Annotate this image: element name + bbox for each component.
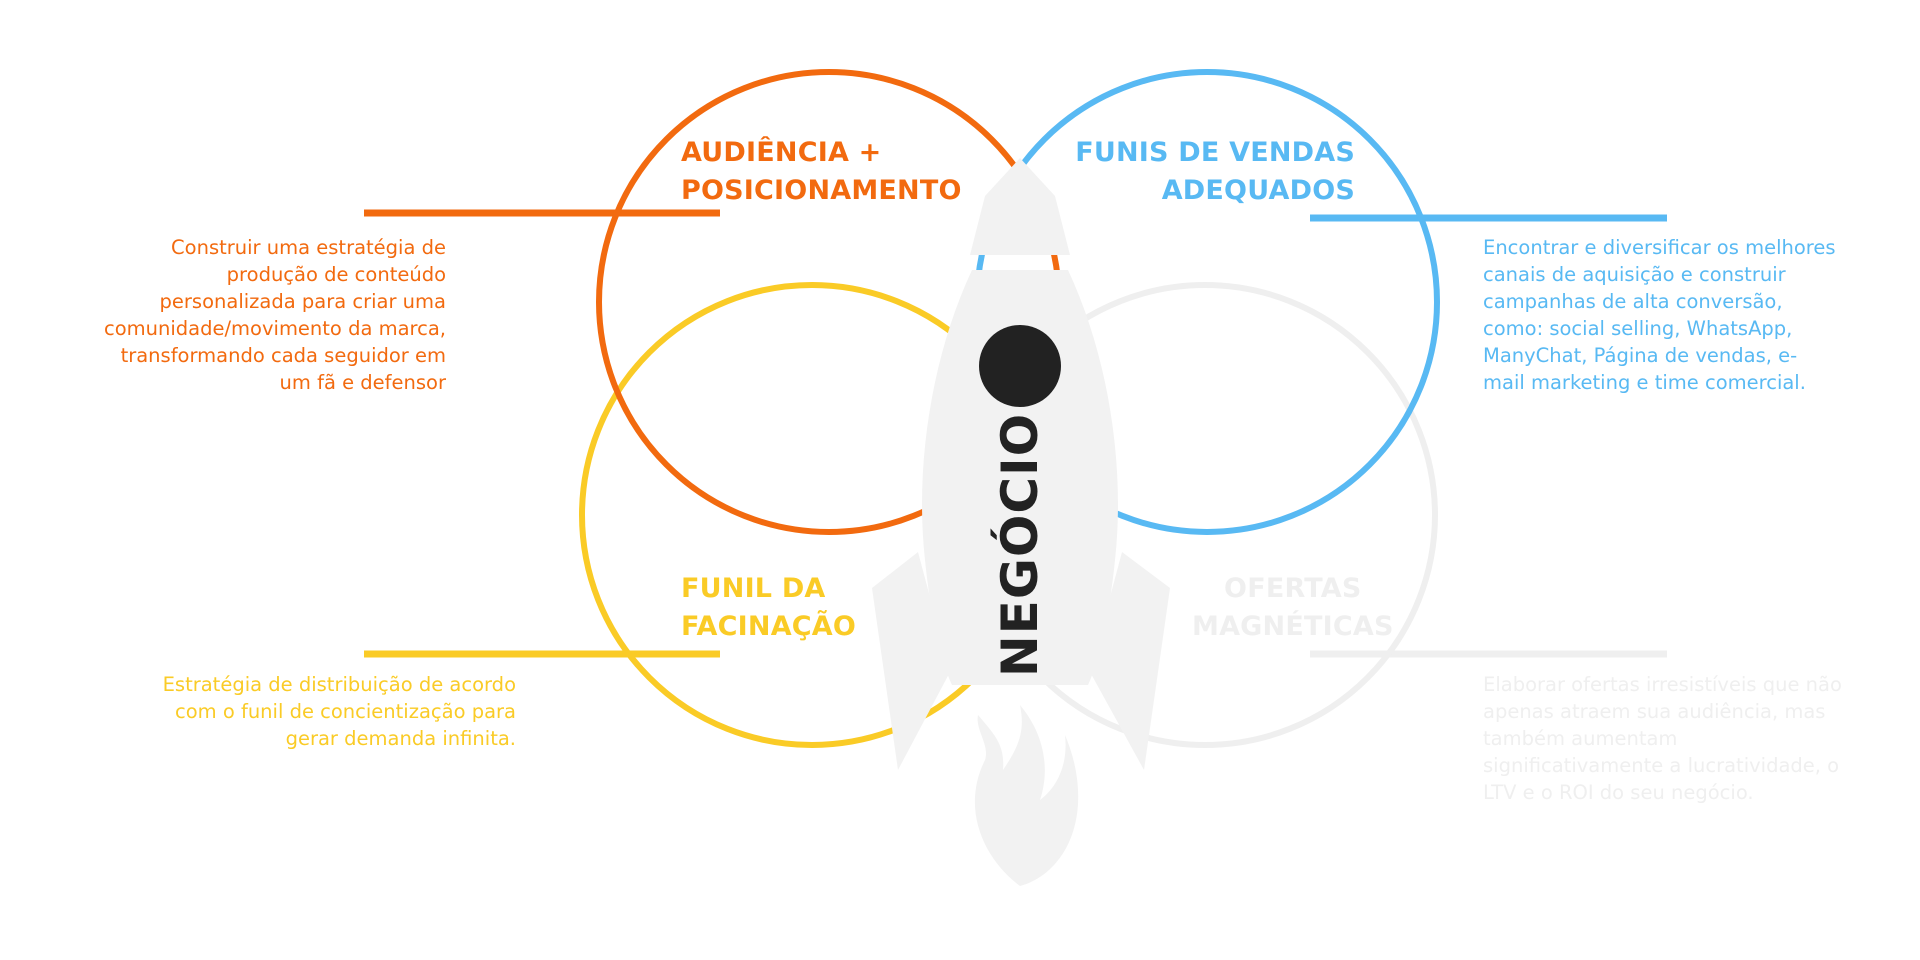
funis-description-line: mail marketing e time comercial. xyxy=(1483,371,1806,394)
audiencia-description-line: Construir uma estratégia de xyxy=(171,236,446,259)
rocket-icon xyxy=(872,158,1170,886)
ofertas-title-line: OFERTAS xyxy=(1224,573,1362,604)
ofertas-description: Elaborar ofertas irresistíveis que não a… xyxy=(1483,671,1903,806)
audiencia-title-line: POSICIONAMENTO xyxy=(681,175,962,206)
ofertas-title: OFERTAS MAGNÉTICAS xyxy=(1192,570,1394,646)
funil-description-line: com o funil de concientização para xyxy=(174,700,516,723)
rocket-fin-left xyxy=(872,552,950,770)
funis-title-line: ADEQUADOS xyxy=(1161,175,1355,206)
rocket-flame xyxy=(974,705,1079,886)
ofertas-description-line: LTV e o ROI do seu negócio. xyxy=(1483,781,1754,804)
funis-description-line: canais de aquisição e construir xyxy=(1483,263,1786,286)
funil-title-line: FACINAÇÃO xyxy=(681,611,857,642)
audiencia-description-line: um fã e defensor xyxy=(279,371,446,394)
rocket-fin-right xyxy=(1090,552,1170,770)
audiencia-title-line: AUDIÊNCIA + xyxy=(681,137,882,168)
funil-description-line: gerar demanda infinita. xyxy=(285,727,516,750)
rocket-nose xyxy=(970,158,1070,255)
funil-title-line: FUNIL DA xyxy=(681,573,826,604)
audiencia-description-line: comunidade/movimento da marca, xyxy=(104,317,446,340)
audiencia-description-line: personalizada para criar uma xyxy=(159,290,446,313)
funis-title: FUNIS DE VENDAS ADEQUADOS xyxy=(1050,134,1355,210)
funil-description: Estratégia de distribuição de acordo com… xyxy=(110,671,516,752)
ofertas-description-line: Elaborar ofertas irresistíveis que não xyxy=(1483,673,1842,696)
ofertas-description-line: apenas atraem sua audiência, mas xyxy=(1483,700,1826,723)
rocket-body xyxy=(922,270,1118,685)
ofertas-description-line: significativamente a lucratividade, o xyxy=(1483,754,1840,777)
funil-description-line: Estratégia de distribuição de acordo xyxy=(162,673,516,696)
funis-description-line: ManyChat, Página de vendas, e- xyxy=(1483,344,1798,367)
rocket-window-icon xyxy=(979,325,1061,407)
audiencia-description-line: produção de conteúdo xyxy=(226,263,446,286)
funis-description-line: Encontrar e diversificar os melhores xyxy=(1483,236,1836,259)
audiencia-description: Construir uma estratégia de produção de … xyxy=(40,234,446,396)
audiencia-description-line: transformando cada seguidor em xyxy=(120,344,446,367)
funis-description-line: como: social selling, WhatsApp, xyxy=(1483,317,1793,340)
ofertas-title-line: MAGNÉTICAS xyxy=(1192,611,1394,642)
center-label: NEGÓCIO xyxy=(991,412,1049,678)
funil-title: FUNIL DA FACINAÇÃO xyxy=(681,570,856,646)
funis-title-line: FUNIS DE VENDAS xyxy=(1075,137,1355,168)
ofertas-description-line: também aumentam xyxy=(1483,727,1678,750)
funis-description-line: campanhas de alta conversão, xyxy=(1483,290,1783,313)
funis-description: Encontrar e diversificar os melhores can… xyxy=(1483,234,1903,396)
audiencia-title: AUDIÊNCIA + POSICIONAMENTO xyxy=(681,134,962,210)
